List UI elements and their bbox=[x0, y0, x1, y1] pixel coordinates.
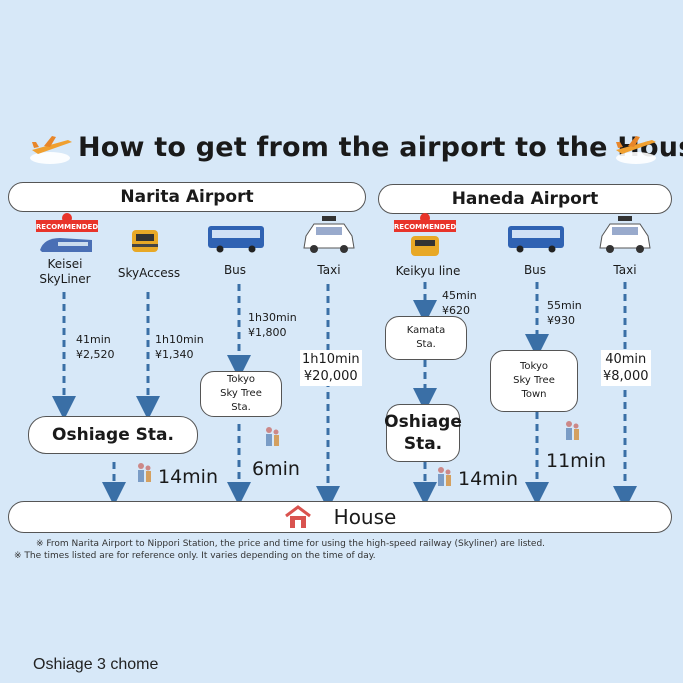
person-icon bbox=[262, 426, 282, 454]
tokyo-sky-tree-station: Tokyo Sky Tree Sta. bbox=[200, 371, 282, 417]
train-icon bbox=[408, 234, 442, 258]
keikyu-line-label: Keikyu line bbox=[395, 264, 461, 278]
person-icon bbox=[134, 462, 154, 490]
narita-bus-label: Bus bbox=[223, 263, 247, 277]
person-icon bbox=[434, 466, 454, 494]
page-title: How to get from the airport to the House bbox=[78, 132, 683, 163]
note-reference: ※ The times listed are for reference onl… bbox=[14, 551, 376, 561]
keisei-time: 41min ¥2,520 bbox=[76, 333, 115, 361]
haneda-oshiage-station: Oshiage Sta. bbox=[384, 404, 462, 462]
airplane-icon bbox=[28, 130, 74, 166]
skyaccess-label: SkyAccess bbox=[117, 266, 181, 280]
house-icon bbox=[284, 505, 312, 529]
train-icon bbox=[38, 234, 94, 256]
narita-airport-header: Narita Airport bbox=[8, 182, 366, 212]
keisei-skyliner-label: Keisei SkyLiner bbox=[39, 257, 91, 286]
haneda-bus-time: 55min ¥930 bbox=[547, 299, 582, 327]
narita-bus-time: 1h30min ¥1,800 bbox=[248, 311, 297, 339]
narita-taxi-time: 1h10min ¥20,000 bbox=[300, 350, 362, 386]
narita-walk-skytree: 6min bbox=[252, 458, 300, 480]
recommended-badge: RECOMMENDED bbox=[394, 212, 456, 234]
person-icon bbox=[562, 420, 582, 448]
narita-taxi-label: Taxi bbox=[317, 263, 341, 277]
haneda-airport-header: Haneda Airport bbox=[378, 184, 672, 214]
haneda-walk-oshiage: 14min bbox=[458, 468, 519, 490]
haneda-taxi-label: Taxi bbox=[613, 263, 637, 277]
narita-walk-oshiage: 14min bbox=[158, 466, 219, 488]
kamata-station: Kamata Sta. bbox=[385, 316, 467, 360]
taxi-icon bbox=[596, 214, 654, 258]
bus-icon bbox=[506, 224, 566, 254]
taxi-icon bbox=[300, 214, 358, 258]
svg-text:RECOMMENDED: RECOMMENDED bbox=[394, 223, 456, 231]
keikyu-time: 45min ¥620 bbox=[442, 289, 477, 317]
train-icon bbox=[128, 226, 162, 256]
bus-icon bbox=[206, 224, 266, 254]
haneda-bus-label: Bus bbox=[523, 263, 547, 277]
skyaccess-time: 1h10min ¥1,340 bbox=[155, 333, 204, 361]
haneda-taxi-time: 40min ¥8,000 bbox=[601, 350, 651, 386]
location-caption: Oshiage 3 chome bbox=[33, 656, 159, 673]
recommended-badge: RECOMMENDED bbox=[36, 212, 98, 234]
airplane-icon bbox=[612, 130, 658, 166]
svg-text:RECOMMENDED: RECOMMENDED bbox=[36, 223, 98, 231]
haneda-walk-skytree: 11min bbox=[546, 450, 607, 472]
narita-oshiage-station: Oshiage Sta. bbox=[28, 416, 198, 454]
tokyo-sky-tree-town-station: Tokyo Sky Tree Town bbox=[490, 350, 578, 412]
house-destination: House bbox=[8, 501, 672, 533]
note-narita: ※ From Narita Airport to Nippori Station… bbox=[36, 539, 546, 549]
